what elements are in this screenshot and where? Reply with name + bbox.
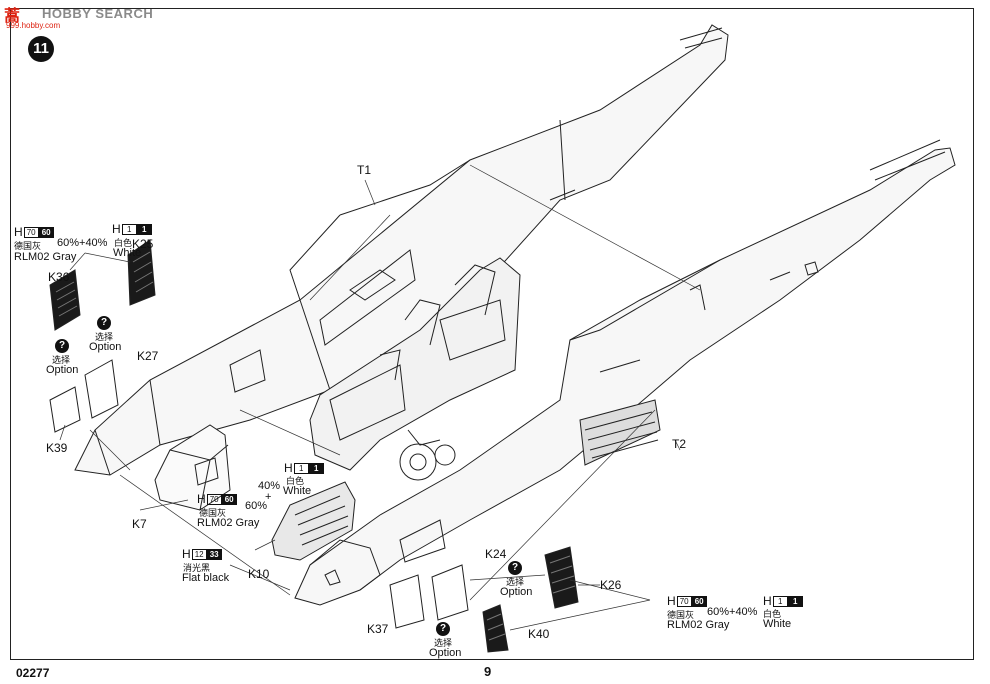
paint-name-cn-white-right: 白色 <box>763 609 782 619</box>
option-label-en: Option <box>89 341 122 353</box>
paint-name-cn-gray-mid: 德国灰 <box>199 508 227 518</box>
cockpit-assembly <box>309 257 521 481</box>
label-k37: K37 <box>367 622 389 636</box>
option-label-en: Option <box>500 586 533 598</box>
option-label-en: Option <box>46 364 79 376</box>
panel-k27 <box>84 359 119 419</box>
label-k10: K10 <box>248 567 270 581</box>
page-frame <box>10 8 974 660</box>
paint-name-cn-white-mid: 白色 <box>286 476 305 486</box>
paint-name-en-gray-right: RLM02 Gray <box>667 619 730 631</box>
panel-k40 <box>482 604 509 653</box>
paint-ratio-mid-plus: + <box>265 491 272 503</box>
panel-k39 <box>49 386 81 433</box>
option-question-icon: ? <box>436 622 450 636</box>
label-k40: K40 <box>528 627 550 641</box>
label-k26: K26 <box>600 578 622 592</box>
paint-name-en-white-top: White <box>113 247 142 259</box>
fuselage-half-t1 <box>74 24 729 476</box>
label-k27: K27 <box>137 349 159 363</box>
paint-name-en-gray-left: RLM02 Gray <box>14 251 77 263</box>
panel-k26 <box>544 546 579 609</box>
watermark-logo: 蒿 HOBBY SEARCH 999.hobby.com <box>4 2 164 32</box>
panel-k25 <box>127 239 156 306</box>
paint-name-cn-gray-left: 德国灰 <box>14 241 42 251</box>
label-k39: K39 <box>46 441 68 455</box>
panel-k37 <box>389 574 425 629</box>
option-question-icon: ? <box>97 316 111 330</box>
label-t2: T2 <box>672 437 687 451</box>
watermark-url: 999.hobby.com <box>6 21 61 30</box>
label-k36: K36 <box>48 270 70 284</box>
panel-k24 <box>431 564 469 621</box>
fuselage-half-t2 <box>294 139 956 606</box>
page-number: 9 <box>484 664 492 679</box>
option-label-cn: 选择 <box>95 332 114 342</box>
watermark-name: HOBBY SEARCH <box>42 6 154 21</box>
label-t1: T1 <box>357 163 372 177</box>
option-label-en: Option <box>429 647 462 659</box>
panel-k36 <box>49 269 81 331</box>
option-label-cn: 选择 <box>52 355 71 365</box>
watermark-glyph: 蒿 <box>4 8 22 25</box>
leader-lines <box>59 164 701 631</box>
nose-part-k10 <box>271 481 356 561</box>
paint-name-en-flat-black: Flat black <box>182 572 230 584</box>
paint-name-cn-flat-black: 消光黑 <box>183 563 211 573</box>
paint-ratio-right: 60%+40% <box>707 606 758 618</box>
paint-name-en-white-right: White <box>763 618 792 630</box>
paint-name-en-white-mid: White <box>283 485 312 497</box>
option-question-icon: ? <box>55 339 69 353</box>
paint-ratio-mid-b: 60% <box>245 500 268 512</box>
label-k25: K25 <box>132 237 154 251</box>
step-number-badge: 11 <box>28 36 54 62</box>
paint-name-cn-white-top: 白色 <box>114 238 133 248</box>
paint-name-cn-gray-right: 德国灰 <box>667 610 695 620</box>
paint-ratio-left: 60%+40% <box>57 237 108 249</box>
option-question-icon: ? <box>508 561 522 575</box>
nose-part-k7 <box>154 424 231 511</box>
paint-ratio-mid-a: 40% <box>258 480 281 492</box>
paint-name-en-gray-mid: RLM02 Gray <box>197 517 260 529</box>
option-label-cn: 选择 <box>434 638 453 648</box>
label-k24: K24 <box>485 547 507 561</box>
option-label-cn: 选择 <box>506 577 525 587</box>
kit-code: 02277 <box>16 666 50 680</box>
label-k7: K7 <box>132 517 147 531</box>
